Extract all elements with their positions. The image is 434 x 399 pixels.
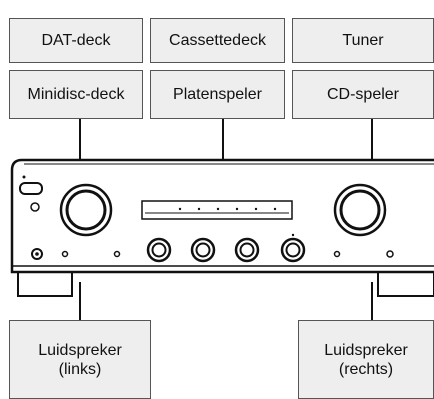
amplifier-foot-left	[17, 270, 73, 297]
tone-knobs	[146, 233, 306, 263]
dat-deck-box: DAT-deck	[9, 18, 143, 63]
minidisc-deck-label: Minidisc-deck	[27, 86, 125, 103]
right-speaker-box: Luidspreker (rechts)	[298, 320, 434, 399]
right-led-icon	[386, 250, 394, 258]
standby-led-icon	[30, 202, 40, 212]
dat-deck-label: DAT-deck	[41, 32, 111, 49]
right-speaker-label: Luidspreker (rechts)	[324, 341, 408, 378]
power-indicator-icon	[22, 175, 26, 179]
turntable-box: Platenspeler	[150, 70, 285, 119]
tuner-box: Tuner	[292, 18, 434, 63]
amplifier-foot-right	[377, 270, 434, 297]
cassette-deck-box: Cassettedeck	[150, 18, 285, 63]
left-small-button-2-icon	[113, 250, 121, 258]
left-speaker-label: Luidspreker (links)	[38, 341, 122, 378]
minidisc-deck-box: Minidisc-deck	[9, 70, 143, 119]
tuner-label: Tuner	[342, 32, 384, 49]
display-panel	[141, 200, 293, 220]
display-dots	[178, 207, 277, 211]
stereo-amplifier-icon	[10, 158, 434, 297]
cd-player-label: CD-speler	[326, 86, 399, 103]
cassette-deck-label: Cassettedeck	[169, 32, 266, 49]
right-small-button-icon	[333, 250, 341, 258]
left-small-button-icon	[61, 250, 69, 258]
left-speaker-box: Luidspreker (links)	[9, 320, 151, 399]
cd-player-box: CD-speler	[292, 70, 434, 119]
power-button-icon	[19, 182, 43, 195]
turntable-label: Platenspeler	[173, 86, 262, 103]
